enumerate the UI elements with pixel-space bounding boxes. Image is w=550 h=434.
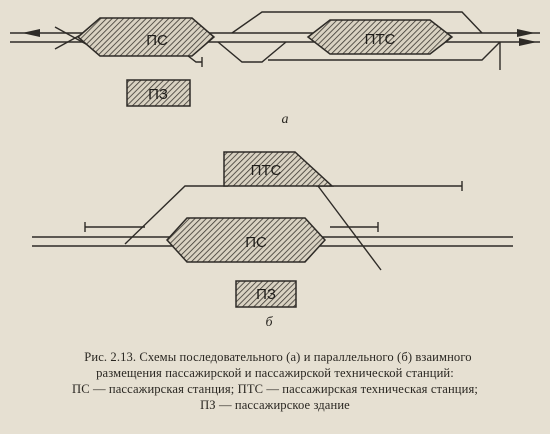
block-a-pts	[306, 19, 454, 55]
scheme-a: ПС ПТС ПЗ а	[10, 11, 540, 127]
label-b-pts: ПТС	[251, 162, 282, 179]
track-b-pts-left	[124, 185, 228, 245]
label-b-ps: ПС	[245, 234, 267, 251]
block-b-ps	[165, 217, 327, 263]
track-b-pts-descent	[317, 185, 382, 271]
label-a-pts: ПТС	[365, 31, 396, 48]
caption-line-4: ПЗ — пассажирское здание	[200, 398, 350, 412]
block-a-pz	[126, 79, 191, 107]
arrow-right-icon	[517, 29, 535, 37]
block-b-pz	[235, 280, 297, 308]
track-a-pts-bypass	[231, 11, 483, 34]
caption-line-1: Рис. 2.13. Схемы последовательного (а) и…	[84, 350, 472, 364]
track-a-connector	[217, 41, 287, 63]
block-b-pts	[223, 151, 334, 187]
caption-line-3: ПС — пассажирская станция; ПТС — пассажи…	[72, 382, 478, 396]
label-a-ps: ПС	[146, 32, 168, 49]
caption-line-2: размещения пассажирской и пассажирской т…	[96, 366, 454, 380]
arrow-left-icon	[22, 29, 40, 37]
track-a-pts-lower	[268, 41, 501, 61]
figure-caption: Рис. 2.13. Схемы последовательного (а) и…	[0, 349, 550, 413]
sublabel-a: а	[282, 112, 289, 127]
sublabel-b: б	[265, 315, 273, 330]
block-a-ps	[76, 17, 216, 57]
label-a-pz: ПЗ	[148, 86, 168, 103]
arrow-right-icon	[519, 38, 537, 46]
station-layout-diagram: ПС ПТС ПЗ а ПТС ПС ПЗ б	[10, 11, 540, 330]
scheme-b: ПТС ПС ПЗ б	[32, 151, 513, 330]
label-b-pz: ПЗ	[256, 286, 276, 303]
